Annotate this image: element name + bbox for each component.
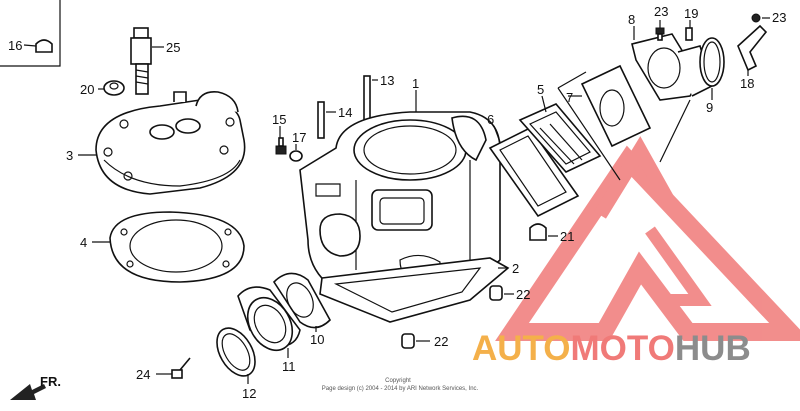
part-label-2[interactable]: 2 [512, 261, 519, 276]
part-label-12[interactable]: 12 [242, 386, 256, 401]
part-label-25[interactable]: 25 [166, 40, 180, 55]
clamp-screw-part [685, 27, 693, 41]
copyright-text: Page design (c) 2004 - 2014 by ARI Netwo… [322, 386, 479, 392]
head-gasket-part [109, 211, 245, 283]
exhaust-joint-part [237, 286, 301, 352]
part-label-19[interactable]: 19 [684, 6, 698, 21]
dowel-pin-lower-part [401, 333, 415, 349]
part-label-11[interactable]: 11 [282, 359, 296, 374]
part-label-5[interactable]: 5 [537, 82, 544, 97]
part-label-9[interactable]: 9 [706, 100, 713, 115]
cylinder-part [299, 111, 501, 301]
copyright-title: Copyright [385, 378, 411, 384]
screw-part [655, 27, 665, 41]
part-label-18[interactable]: 18 [740, 76, 754, 91]
nut-part [103, 80, 125, 96]
clip-bracket-part [737, 13, 768, 72]
part-label-22-upper[interactable]: 22 [516, 287, 530, 302]
part-label-3[interactable]: 3 [66, 148, 73, 163]
part-label-23-top[interactable]: 23 [654, 4, 668, 19]
part-label-13[interactable]: 13 [380, 73, 394, 88]
watermark-auto: AUTO [472, 329, 571, 368]
front-direction-arrow-icon [10, 384, 46, 400]
o-ring-part [216, 327, 256, 377]
reed-gasket-part [488, 126, 580, 218]
stud-bolt-short-part [317, 101, 325, 139]
dowel-pin-upper-part [489, 285, 503, 301]
bolt-part [275, 137, 287, 155]
intake-gasket-part [580, 64, 652, 148]
part-label-23-right[interactable]: 23 [772, 10, 786, 25]
part-label-1[interactable]: 1 [412, 76, 419, 91]
part-label-7[interactable]: 7 [566, 90, 573, 105]
part-label-24[interactable]: 24 [136, 367, 150, 382]
front-direction-label: FR. [40, 374, 61, 389]
part-label-4[interactable]: 4 [80, 235, 87, 250]
cap-nut-part [35, 39, 53, 53]
band-clamp-part [699, 37, 725, 87]
base-gasket-part [319, 257, 510, 323]
washer-part [289, 150, 303, 162]
part-label-22-lower[interactable]: 22 [434, 334, 448, 349]
part-label-17[interactable]: 17 [292, 130, 306, 145]
reed-valve-part [518, 103, 602, 173]
exhaust-gasket-part [272, 272, 331, 329]
flange-bolt-part [171, 357, 191, 379]
watermark-text: AUTOMOTOHUB [472, 329, 751, 368]
part-label-21[interactable]: 21 [560, 229, 574, 244]
watermark-logo-icon [495, 136, 800, 341]
part-label-15[interactable]: 15 [272, 112, 286, 127]
watermark-moto: MOTO [571, 329, 675, 368]
part-label-16[interactable]: 16 [8, 38, 22, 53]
part-label-14[interactable]: 14 [338, 105, 352, 120]
spark-plug-part [130, 27, 152, 95]
part-label-6[interactable]: 6 [487, 112, 494, 127]
part-label-20[interactable]: 20 [80, 82, 94, 97]
cylinder-head-part [95, 90, 246, 195]
part-label-10[interactable]: 10 [310, 332, 324, 347]
callout-box [0, 0, 61, 67]
cap-nut-21-part [529, 223, 547, 241]
watermark-hub: HUB [675, 329, 751, 368]
part-label-8[interactable]: 8 [628, 12, 635, 27]
